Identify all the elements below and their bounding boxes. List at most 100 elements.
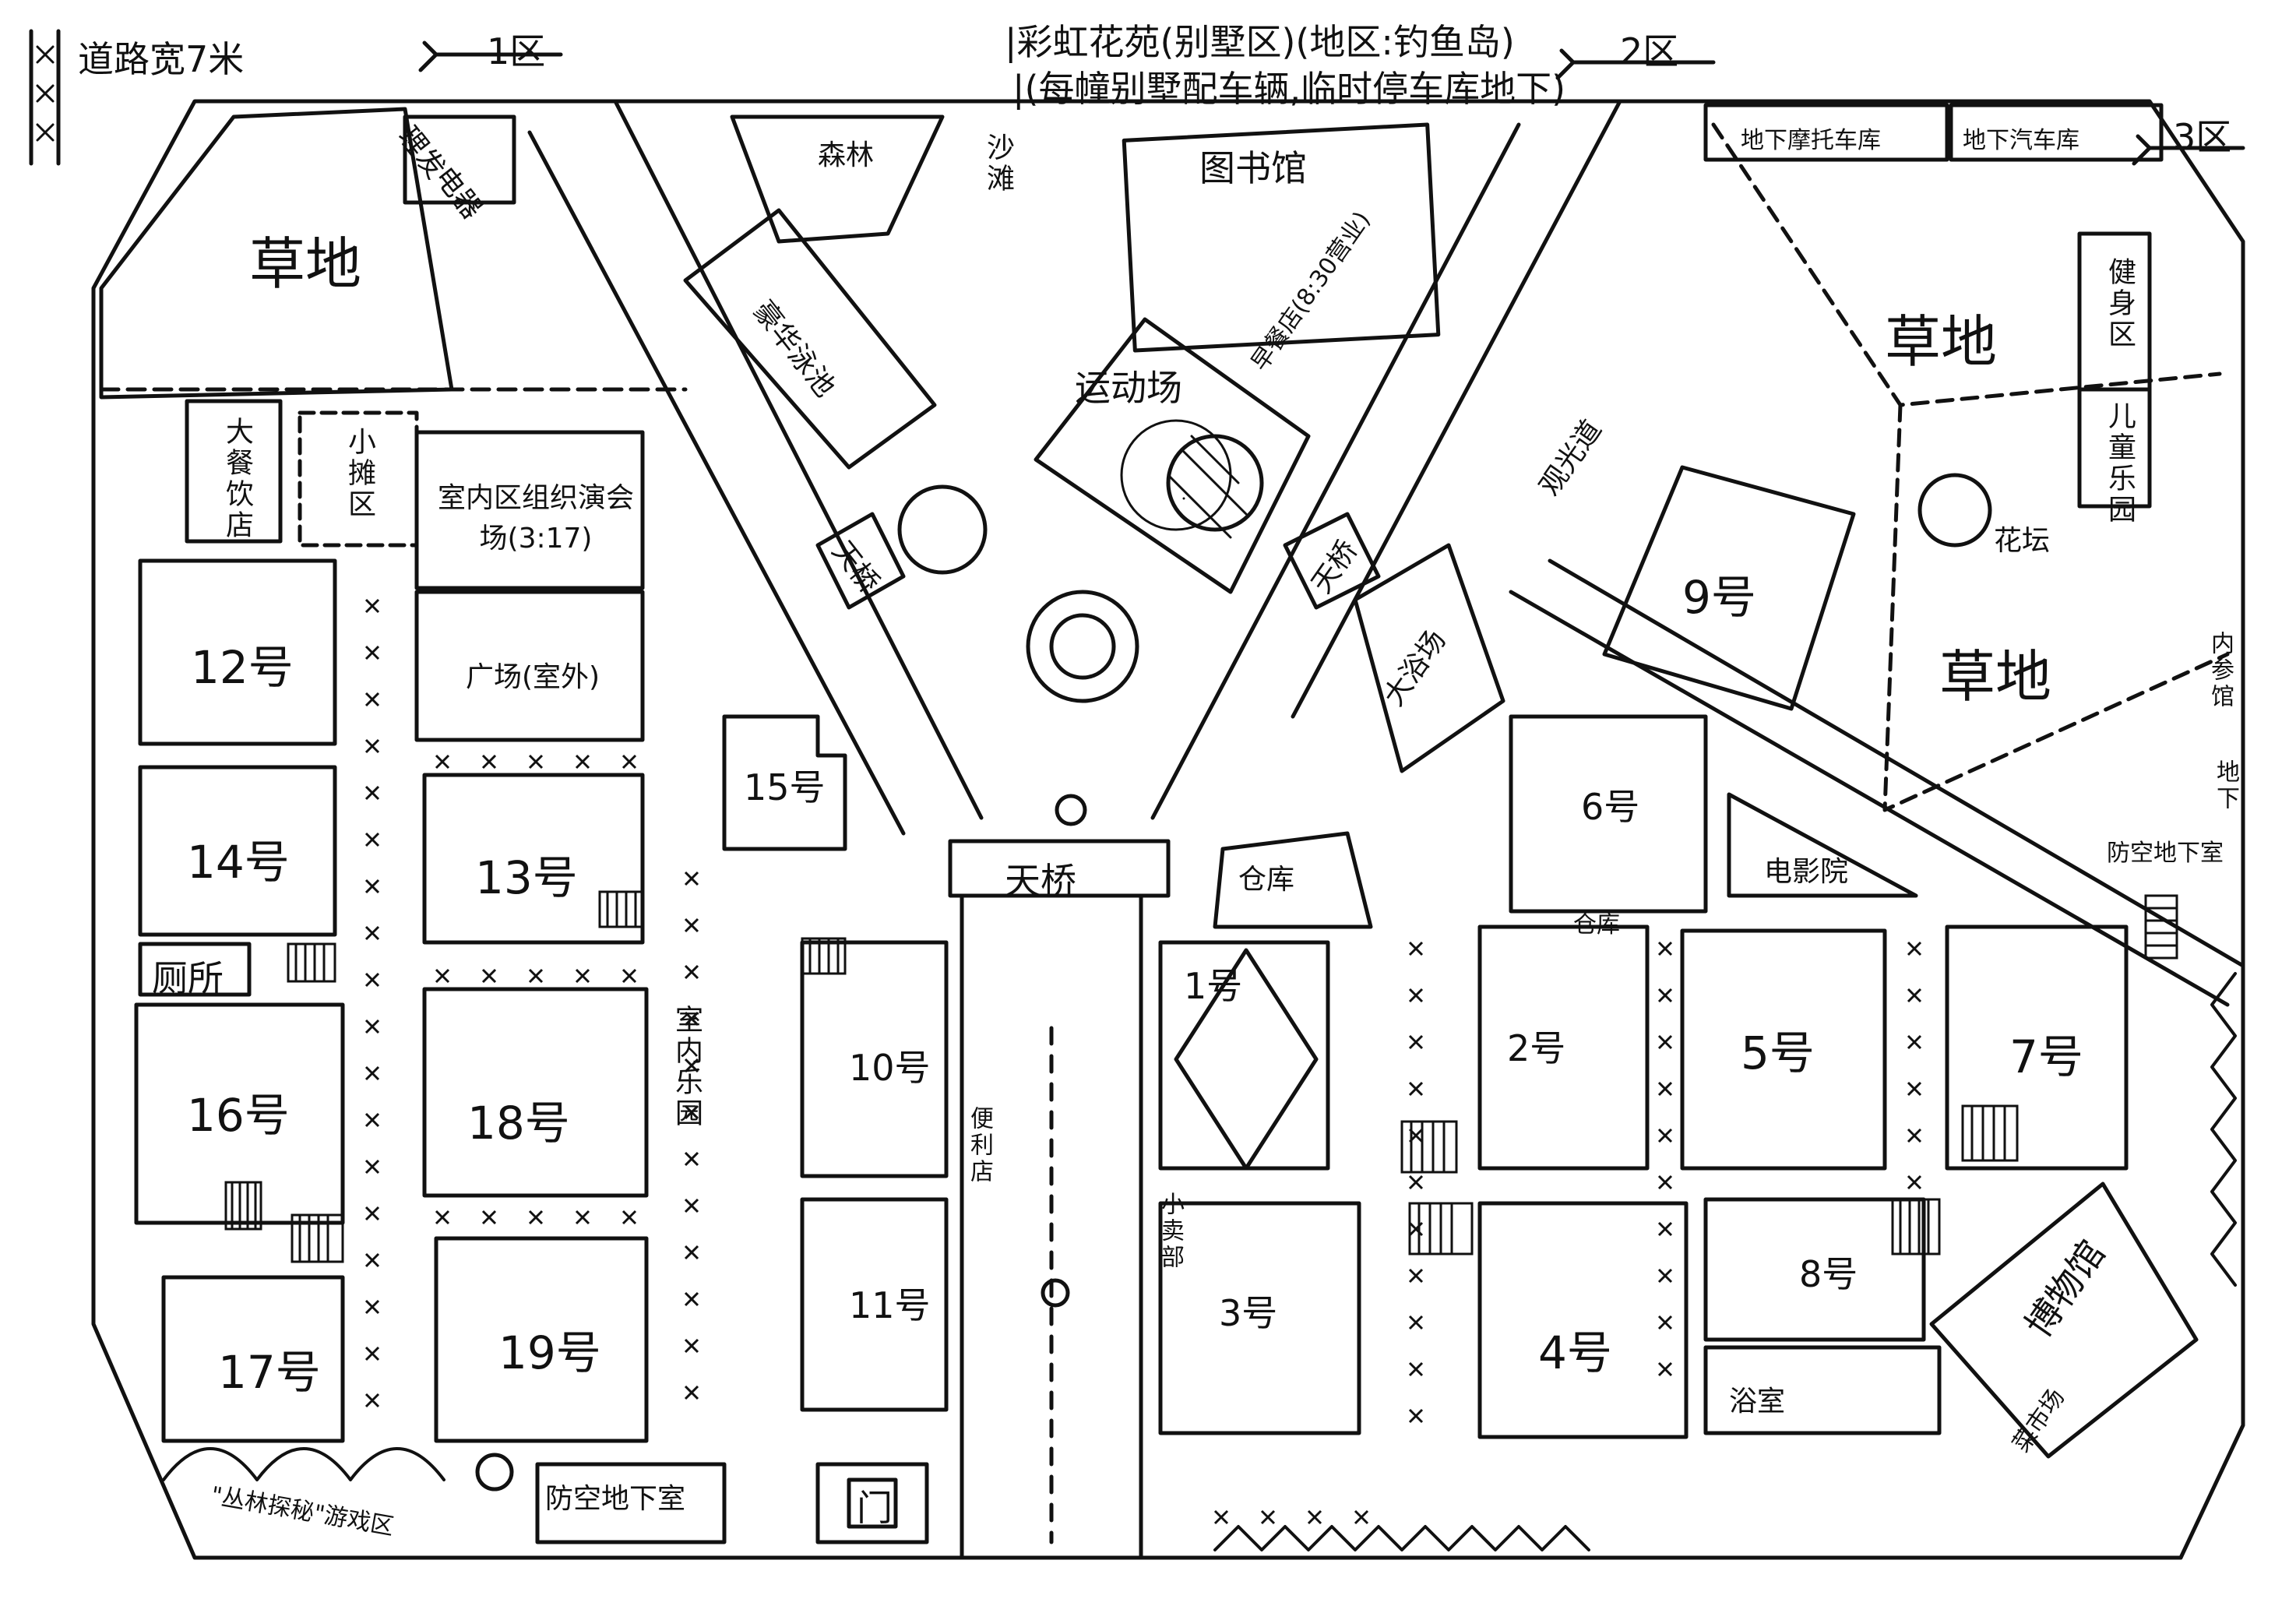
garage-car xyxy=(1949,103,2164,162)
bldg-12-label: 12号 xyxy=(191,641,294,694)
bldg-12 xyxy=(138,558,337,746)
grass-label-tl: 草地 xyxy=(249,231,362,297)
garage-moto-label: 地下摩托车库 xyxy=(1741,127,1881,154)
warehouse-label: 仓库 xyxy=(1238,864,1295,896)
bldg-14 xyxy=(138,765,337,937)
stadium-label: 运动场 xyxy=(1075,367,1182,409)
bldg-10-label: 10号 xyxy=(849,1047,931,1089)
bldg-16-label: 16号 xyxy=(187,1089,290,1142)
pool-block xyxy=(683,208,937,470)
bldg-19-label: 19号 xyxy=(498,1326,601,1379)
bath-label: 浴室 xyxy=(1729,1386,1786,1418)
garage-car-label: 地下汽车库 xyxy=(1963,127,2079,154)
bldg-1-label: 1号 xyxy=(1184,965,1243,1007)
kids-block xyxy=(2077,387,2152,509)
bldg-8-label: 8号 xyxy=(1799,1253,1858,1295)
legend-road-icon xyxy=(29,29,61,166)
forest-game-zone xyxy=(162,1447,445,1481)
vendor-label: 小摊区 xyxy=(343,427,375,520)
bldg-15-label: 15号 xyxy=(744,766,826,808)
bldg-14-label: 14号 xyxy=(187,836,290,889)
bldg-2-label: 2号 xyxy=(1507,1027,1566,1069)
seat-area-label: 室内乐园 xyxy=(671,1005,703,1129)
museum-block xyxy=(1929,1182,2199,1459)
zone3-label: 3区 xyxy=(2173,116,2232,158)
zone1-arrow xyxy=(418,40,563,72)
bldg-3 xyxy=(1158,1201,1361,1435)
gate-bottom xyxy=(815,1462,929,1544)
plaza-label: 广场(室外) xyxy=(466,661,600,693)
stair-markers xyxy=(224,890,2178,1263)
garage-moto xyxy=(1703,103,1949,162)
cinema-block xyxy=(1727,792,1918,898)
stadium-track xyxy=(1120,419,1232,531)
fitness-label: 健身区 xyxy=(2104,257,2136,350)
bldg-7-label: 7号 xyxy=(2009,1030,2083,1083)
stadium-block xyxy=(1034,317,1311,594)
shop-right-label: 小卖部 xyxy=(1157,1192,1184,1271)
restaurant-block xyxy=(185,399,283,544)
bldg-2 xyxy=(1477,924,1650,1171)
woods-block xyxy=(730,114,945,244)
bldg-17 xyxy=(161,1275,345,1443)
bldg-13-label: 13号 xyxy=(475,851,578,904)
bridge-center xyxy=(948,839,1171,898)
warehouse-block xyxy=(1213,831,1373,929)
shelter-right-label: 防空地下室 xyxy=(2107,840,2224,867)
bldg-18-label: 18号 xyxy=(467,1097,570,1150)
grass-label-r: 草地 xyxy=(1939,644,2052,710)
sand-label: 沙滩 xyxy=(982,132,1014,195)
shelter-block xyxy=(535,1462,727,1544)
bldg-5 xyxy=(1680,928,1887,1171)
bldg-3-label: 3号 xyxy=(1219,1292,1278,1334)
bldg-17-label: 17号 xyxy=(218,1346,321,1399)
kids-label: 儿童乐园 xyxy=(2104,401,2136,526)
library-block xyxy=(1122,122,1441,353)
cinema-label: 电影院 xyxy=(1764,856,1849,888)
restaurant-label: 大餐饮店 xyxy=(221,417,253,541)
bldg-11 xyxy=(800,1197,949,1412)
bldg-4-label: 4号 xyxy=(1538,1326,1612,1379)
toilet-label: 厕所 xyxy=(152,957,224,999)
flower-label: 花坛 xyxy=(1994,525,2051,557)
warehouse-small-label: 仓库 xyxy=(1573,911,1620,939)
bldg-10 xyxy=(800,940,949,1178)
legend-road-width: 道路宽7米 xyxy=(78,38,245,80)
woods-label: 森林 xyxy=(818,139,875,171)
bldg-9-label: 9号 xyxy=(1682,571,1756,624)
grass-zone-tl xyxy=(99,107,454,400)
big-pool xyxy=(1353,543,1505,773)
grass-label-tr: 草地 xyxy=(1885,309,1998,375)
bldg-15 xyxy=(722,714,847,851)
bldg-6-label: 6号 xyxy=(1581,786,1640,828)
gate-label: 门 xyxy=(857,1487,893,1529)
bridge-bottom-label: 天桥 xyxy=(1005,860,1076,902)
bldg-4 xyxy=(1477,1201,1689,1439)
bldg-11-label: 11号 xyxy=(849,1284,931,1326)
shelter-label: 防空地下室 xyxy=(545,1483,686,1515)
flower-bed xyxy=(1917,473,1992,548)
map-subtitle: |(每幢别墅配车辆,临时停车库地下) xyxy=(1012,68,1566,110)
zone2-label: 2区 xyxy=(1620,30,1679,72)
bldg-9 xyxy=(1602,465,1856,711)
zone1-label: 1区 xyxy=(487,30,546,72)
bldg-5-label: 5号 xyxy=(1741,1027,1815,1079)
bldg-6 xyxy=(1509,714,1708,914)
bridge-right xyxy=(1283,512,1381,610)
bldg-8 xyxy=(1703,1197,1926,1342)
bldg-19 xyxy=(434,1236,649,1443)
indoor-hall xyxy=(414,430,645,590)
shop-left-label: 便利店 xyxy=(966,1106,993,1185)
bridge-left xyxy=(815,512,906,610)
toilet-block xyxy=(138,942,252,997)
path-markers xyxy=(364,598,1922,1525)
indoor-hall-label: 室内区组织演会场(3:17) xyxy=(437,482,634,555)
bldg-7 xyxy=(1945,924,2129,1171)
plaza-block xyxy=(414,590,645,742)
library-label: 图书馆 xyxy=(1199,147,1307,189)
underground-label: 地下 xyxy=(2212,759,2239,812)
barber-shop xyxy=(403,114,516,205)
fountain xyxy=(1026,590,1139,703)
bldg-13 xyxy=(422,773,645,945)
